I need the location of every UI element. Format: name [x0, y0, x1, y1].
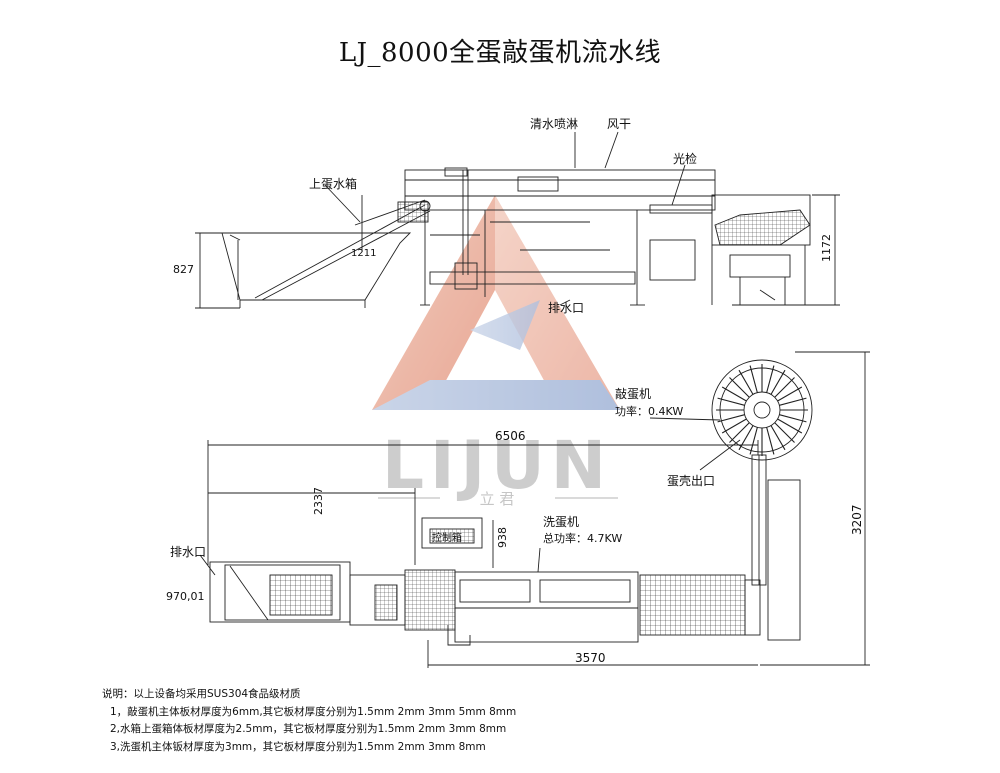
wheel-spoke: [721, 386, 747, 402]
wheel-spoke: [738, 369, 754, 395]
dim-elevator-len: 1211: [351, 248, 376, 259]
label-light-inspect: 光检: [673, 151, 697, 166]
dim-tank-height: 827: [173, 263, 194, 276]
label-shell-outlet: 蛋壳出口: [667, 474, 715, 488]
wheel-spoke: [729, 422, 750, 443]
breaker-wheel: [716, 364, 808, 456]
wheel-spoke: [777, 386, 803, 402]
notes-block: 说明：以上设备均采用SUS304食品级材质 1，敲蛋机主体板材厚度为6mm,其它…: [102, 686, 516, 756]
label-control-box: 控制箱: [432, 531, 462, 544]
dim-washer-length: 3570: [575, 651, 606, 665]
dim-drain-offset: 970,01: [166, 590, 205, 603]
label-washer-power: 总功率：4.7KW: [543, 531, 622, 545]
dim-total-width: 3207: [850, 504, 864, 535]
watermark-logo: [372, 195, 620, 410]
wheel-spoke: [770, 425, 786, 451]
watermark-brand: LIJUN: [382, 427, 612, 504]
dim-total-height: 1172: [820, 234, 833, 262]
label-spray: 清水喷淋: [530, 117, 578, 131]
label-egg-tank: 上蛋水箱: [309, 176, 357, 191]
label-air-dry: 风干: [607, 117, 631, 131]
wheel-spoke: [717, 397, 745, 406]
wheel-spoke: [721, 418, 747, 434]
wheel-spoke: [766, 365, 775, 393]
wheel-spoke: [779, 397, 807, 406]
wheel-spoke: [749, 365, 758, 393]
wheel-spoke: [779, 414, 807, 423]
wheel-spoke: [738, 425, 754, 451]
notes-line-2: 2,水箱上蛋箱体板材厚度为2.5mm，其它板材厚度分别为1.5mm 2mm 3m…: [110, 723, 507, 735]
wheel-spoke: [777, 418, 803, 434]
notes-line-3: 3,洗蛋机主体钣材厚度为3mm，其它板材厚度分别为1.5mm 2mm 3mm 8…: [110, 740, 486, 753]
dim-box-height: 938: [496, 527, 509, 548]
wheel-spoke: [766, 427, 775, 455]
side-view: [195, 131, 840, 309]
label-drain-side: 排水口: [548, 301, 584, 315]
watermark-chinese: 立 君: [480, 490, 515, 508]
wheel-spoke: [774, 422, 795, 443]
wheel-spoke: [774, 377, 795, 398]
wheel-spoke: [729, 377, 750, 398]
label-drain-top: 排水口: [170, 545, 206, 559]
wheel-spoke: [749, 427, 758, 455]
label-breaker-power: 功率：0.4KW: [615, 404, 683, 418]
notes-heading: 说明：以上设备均采用SUS304食品级材质: [102, 688, 301, 700]
label-breaker-name: 敲蛋机: [615, 386, 651, 401]
wheel-spoke: [770, 369, 786, 395]
wheel-spoke: [717, 414, 745, 423]
dim-tank-length: 2337: [312, 487, 325, 515]
dim-total-length: 6506: [495, 429, 526, 443]
notes-line-1: 1，敲蛋机主体板材厚度为6mm,其它板材厚度分别为1.5mm 2mm 3mm 5…: [110, 705, 517, 718]
label-washer-name: 洗蛋机: [543, 515, 579, 529]
page-title: LJ_8000全蛋敲蛋机流水线: [338, 38, 662, 68]
